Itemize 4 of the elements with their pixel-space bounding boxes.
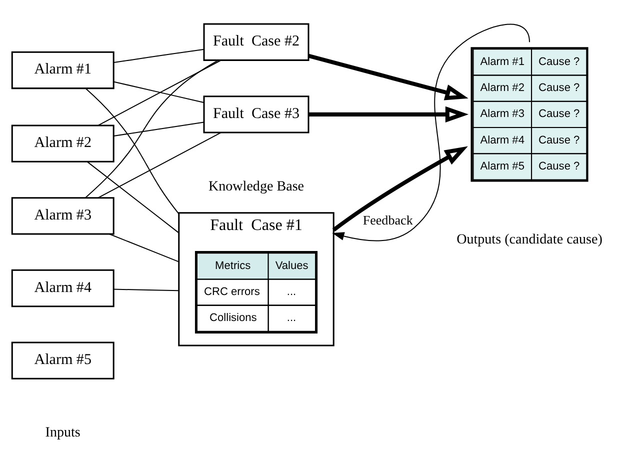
label: Knowledge Base: [208, 178, 304, 194]
edge-label: Feedback: [362, 212, 413, 228]
label: Outputs (candidate cause): [456, 232, 602, 248]
label: Inputs: [45, 424, 80, 441]
